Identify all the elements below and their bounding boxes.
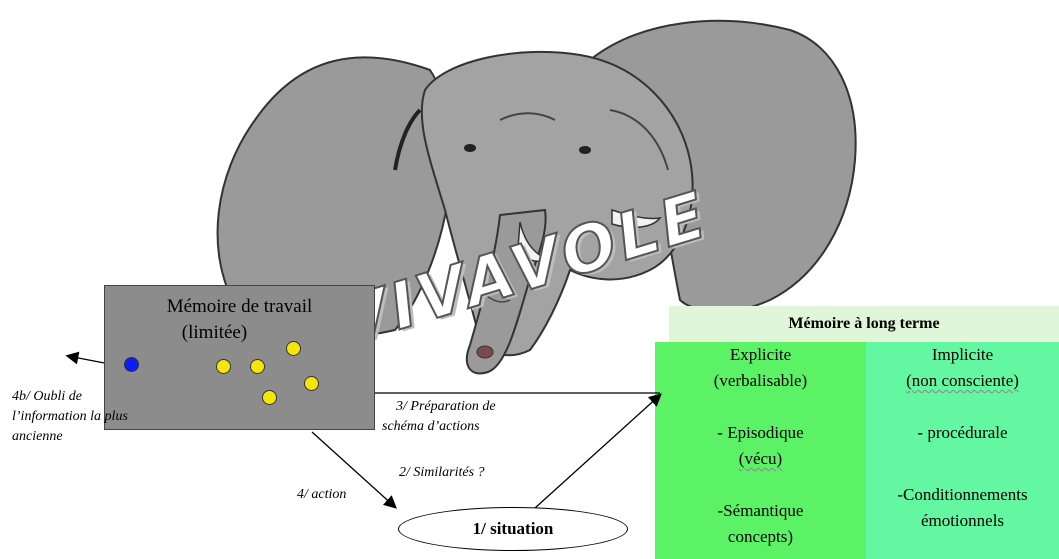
semantic-item: -Sémantique [655, 498, 866, 524]
conditioning-note: émotionnels [866, 508, 1059, 534]
episodic-note: (vécu) [739, 449, 782, 468]
memory-dot [216, 359, 231, 374]
memory-dot [250, 359, 265, 374]
explicit-column: Explicite (verbalisable) - Episodique (v… [655, 342, 866, 559]
preparation-label: 3/ Préparation de schéma d’actions [382, 397, 496, 437]
implicit-column: Implicite (non consciente) - procédurale… [866, 342, 1059, 559]
situation-node: 1/ situation [398, 507, 628, 551]
similarities-label: 2/ Similarités ? [399, 463, 485, 483]
elephant-eye-right [579, 146, 591, 154]
memory-dot [262, 390, 277, 405]
action-label: 4/ action [297, 485, 346, 505]
explicit-title: Explicite [655, 342, 866, 368]
semantic-note: concepts) [655, 524, 866, 550]
episodic-item: - Episodique [655, 420, 866, 446]
memory-dot [304, 376, 319, 391]
procedural-item: - procédurale [866, 420, 1059, 446]
arrow-similarities [535, 395, 660, 508]
working-memory-subtitle: (limitée) [80, 322, 349, 344]
explicit-subtitle: (verbalisable) [655, 368, 866, 394]
elephant-eye-left [464, 144, 476, 152]
conditioning-item: -Conditionnements [866, 482, 1059, 508]
implicit-subtitle: (non consciente) [906, 371, 1019, 390]
working-memory-box: Mémoire de travail (limitée) [104, 285, 375, 430]
working-memory-title: Mémoire de travail [105, 296, 374, 318]
memory-dot [286, 341, 301, 356]
long-term-memory-header: Mémoire à long terme [669, 306, 1059, 342]
implicit-title: Implicite [866, 342, 1059, 368]
forgotten-dot [124, 357, 139, 372]
forget-label: 4b/ Oubli de l’information la plus ancie… [12, 387, 128, 447]
